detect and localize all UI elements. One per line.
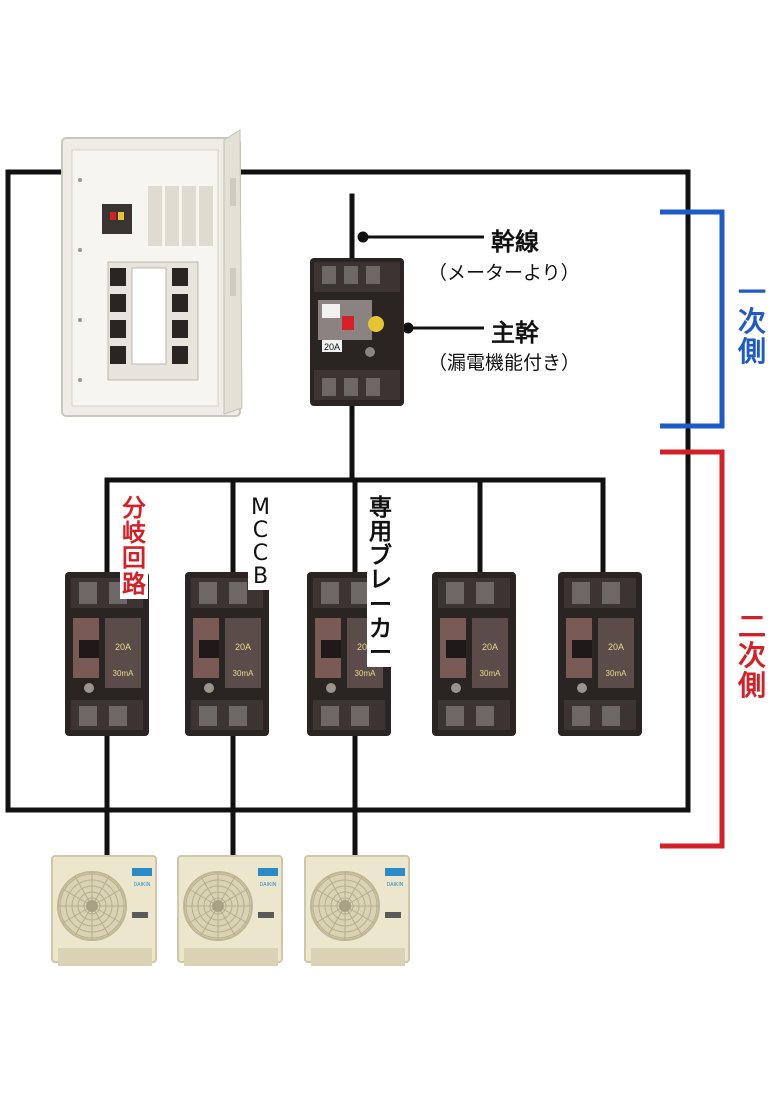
- branch-breaker-rating: 20A: [482, 642, 498, 652]
- branch-breaker-sensitivity: 30mA: [355, 669, 377, 678]
- unit-brand-label: DAIKIN: [134, 882, 151, 888]
- main-subtitle: （漏電機能付き）: [428, 352, 581, 374]
- main-breaker: 20A: [310, 258, 404, 406]
- branch-breaker-5: 20A 30mA: [558, 572, 642, 736]
- distribution-panel: [61, 129, 243, 417]
- branch-breaker-rating: 20A: [115, 642, 131, 652]
- primary-side-label: 一次側: [738, 276, 767, 368]
- branch-breaker-sensitivity: 30mA: [606, 669, 628, 678]
- secondary-side-label: 二次側: [738, 610, 767, 702]
- branch-breaker-rating: 20A: [608, 642, 624, 652]
- wiring: [5, 169, 691, 865]
- branch-breaker-4: 20A 30mA: [432, 572, 516, 736]
- unit-brand-label: DAIKIN: [260, 882, 277, 888]
- outdoor-units: DAIKIN DAIKIN DAIKIN: [51, 855, 410, 966]
- outdoor-ac-unit-2: DAIKIN: [177, 855, 283, 966]
- branch-breakers: 20A 30mA 20A 30mA 20A 30mA 20A 30mA 20A 30mA: [65, 572, 642, 736]
- trunk-title: 幹線: [491, 228, 539, 256]
- branch-breaker-sensitivity: 30mA: [480, 669, 502, 678]
- dedicated-breaker-label: 専用ブレーカー: [367, 494, 394, 667]
- branch-breaker-sensitivity: 30mA: [113, 669, 135, 678]
- main-breaker-rating: 20A: [324, 342, 340, 352]
- main-title: 主幹: [491, 319, 539, 347]
- unit-brand-label: DAIKIN: [387, 882, 404, 888]
- leader-lines: [357, 231, 484, 334]
- branch-circuit-label: 分岐回路: [120, 494, 148, 599]
- primary-side-bracket: [660, 209, 725, 429]
- outdoor-ac-unit-3: DAIKIN: [304, 855, 410, 966]
- outdoor-ac-unit-1: DAIKIN: [51, 855, 157, 966]
- panel-loop-wire: [5, 169, 691, 813]
- branch-breaker-rating: 20A: [235, 642, 251, 652]
- trunk-subtitle: （メーターより）: [428, 262, 580, 284]
- branch-breaker-2: 20A 30mA: [185, 572, 269, 736]
- branch-breaker-sensitivity: 30mA: [233, 669, 255, 678]
- branch-breaker-rating: 20A: [357, 642, 373, 652]
- secondary-side-bracket: [660, 449, 725, 849]
